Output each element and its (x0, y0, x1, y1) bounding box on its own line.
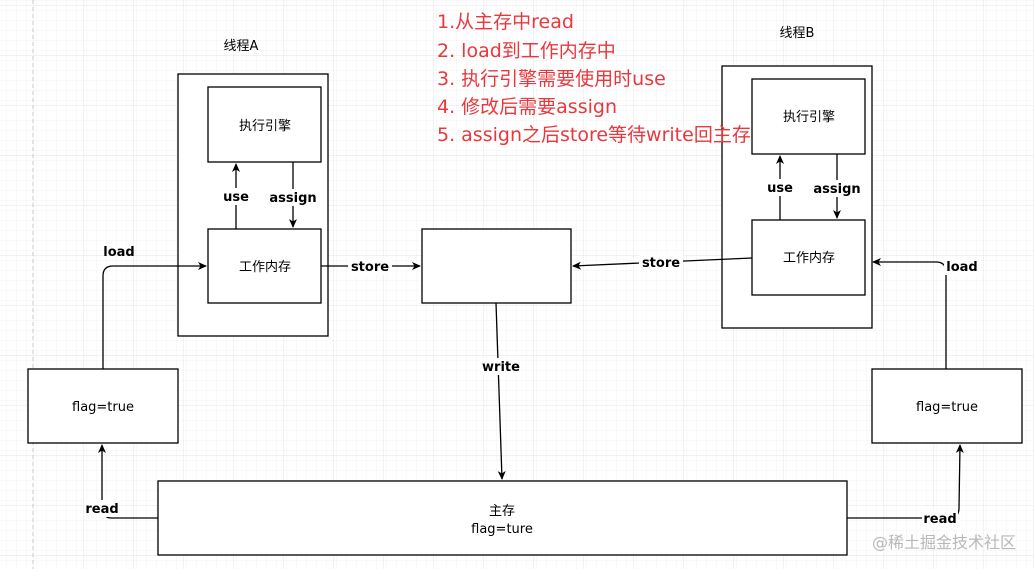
step-3: 3. 执行引擎需要使用时use (437, 68, 666, 90)
flag-left-label: flag=true (72, 400, 134, 415)
assign-label-a: assign (269, 191, 316, 206)
thread-b-title: 线程B (780, 26, 815, 41)
thread-a-memory-label: 工作内存 (239, 259, 291, 275)
assign-label-b: assign (813, 182, 860, 197)
step-2: 2. load到工作内存中 (437, 40, 616, 62)
use-label-b: use (767, 181, 793, 196)
thread-b-engine[interactable] (751, 78, 866, 155)
main-memory-title: 主存 (489, 504, 515, 519)
main-memory-value: flag=ture (471, 522, 533, 537)
use-label-a: use (223, 190, 249, 205)
thread-b-memory[interactable] (751, 219, 866, 296)
flag-right-label: flag=true (916, 400, 978, 415)
steps-note: 1.从主存中read 2. load到工作内存中 3. 执行引擎需要使用时use… (437, 11, 751, 146)
step-4: 4. 修改后需要assign (437, 96, 617, 118)
write-arrow (495, 302, 506, 480)
watermark: @稀土掘金技术社区 (872, 533, 1016, 552)
read-label-b: read (923, 512, 956, 527)
load-arrow-a (102, 262, 207, 369)
thread-a-engine[interactable] (207, 86, 322, 163)
thread-a-engine-label: 执行引擎 (239, 119, 291, 134)
main-memory-box[interactable] (157, 480, 848, 556)
read-label-a: read (85, 502, 118, 517)
step-1: 1.从主存中read (437, 11, 574, 33)
flag-box-right[interactable] (871, 368, 1023, 444)
load-label-a: load (103, 245, 134, 260)
step-5: 5. assign之后store等待write回主存 (437, 124, 751, 146)
thread-b-memory-label: 工作内存 (783, 250, 835, 266)
intermediate-box[interactable] (421, 228, 572, 304)
thread-a-title: 线程A (224, 39, 259, 54)
load-label-b: load (946, 260, 977, 275)
flag-box-left[interactable] (27, 368, 179, 444)
store-label-a: store (351, 260, 389, 275)
store-label-b: store (642, 256, 680, 271)
thread-a-memory[interactable] (207, 228, 322, 304)
thread-b-engine-label: 执行引擎 (783, 110, 835, 125)
write-label: write (482, 360, 520, 375)
